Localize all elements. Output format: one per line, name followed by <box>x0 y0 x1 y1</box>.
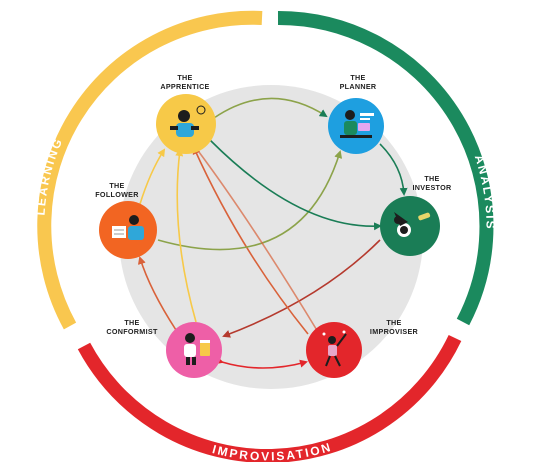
investor-circle <box>380 196 440 256</box>
follower-label-line2: FOLLOWER <box>95 190 139 199</box>
apprentice-figure-icon <box>170 105 206 137</box>
planner-label-line2: PLANNER <box>340 82 377 91</box>
connections <box>137 97 408 369</box>
node-conformist: THE CONFORMIST <box>106 318 222 378</box>
apprentice-label-line1: THE <box>177 73 192 82</box>
arrow-investor-conformist <box>222 239 381 338</box>
investor-label-line2: INVESTOR <box>412 183 452 192</box>
conformist-figure-icon <box>184 333 210 365</box>
node-investor: THE INVESTOR <box>380 174 452 256</box>
conformist-label-line1: THE <box>124 318 139 327</box>
analysis-ring-segment <box>277 10 494 326</box>
node-follower: THE FOLLOWER <box>95 181 157 259</box>
improviser-label-line1: THE <box>386 318 401 327</box>
follower-figure-icon <box>112 215 144 240</box>
planner-figure-icon <box>340 110 374 138</box>
arrow-apprentice-planner <box>206 97 328 125</box>
node-improviser: THE IMPROVISER <box>306 318 419 378</box>
improvisation-label: IMPROVISATION <box>211 440 334 462</box>
arrow-apprentice-investor <box>209 139 382 231</box>
arrow-conformist-apprentice <box>175 148 197 323</box>
learning-ring-segment <box>37 10 263 330</box>
arrow-improviser-apprentice <box>192 146 309 335</box>
apprentice-label-line2: APPRENTICE <box>160 82 209 91</box>
arrow-follower-planner <box>157 150 343 251</box>
arrow-conformist-follower <box>137 256 177 331</box>
arrow-follower-apprentice <box>139 148 166 205</box>
improviser-figure-icon <box>322 330 347 367</box>
improviser-label-line2: IMPROVISER <box>370 327 419 336</box>
investor-label-line1: THE <box>424 174 439 183</box>
arrow-conformist-improviser <box>215 356 308 369</box>
conformist-label-line2: CONFORMIST <box>106 327 158 336</box>
arrow-planner-investor <box>379 143 408 196</box>
follower-label-line1: THE <box>109 181 124 190</box>
improvisation-ring-segment <box>77 334 462 462</box>
arrow-improviser-apprentice-2 <box>195 147 319 333</box>
node-planner: THE PLANNER <box>328 73 384 154</box>
node-apprentice: THE APPRENTICE <box>156 73 216 154</box>
planner-label-line1: THE <box>350 73 365 82</box>
investor-figure-icon <box>394 212 431 237</box>
inner-disc <box>119 85 423 389</box>
